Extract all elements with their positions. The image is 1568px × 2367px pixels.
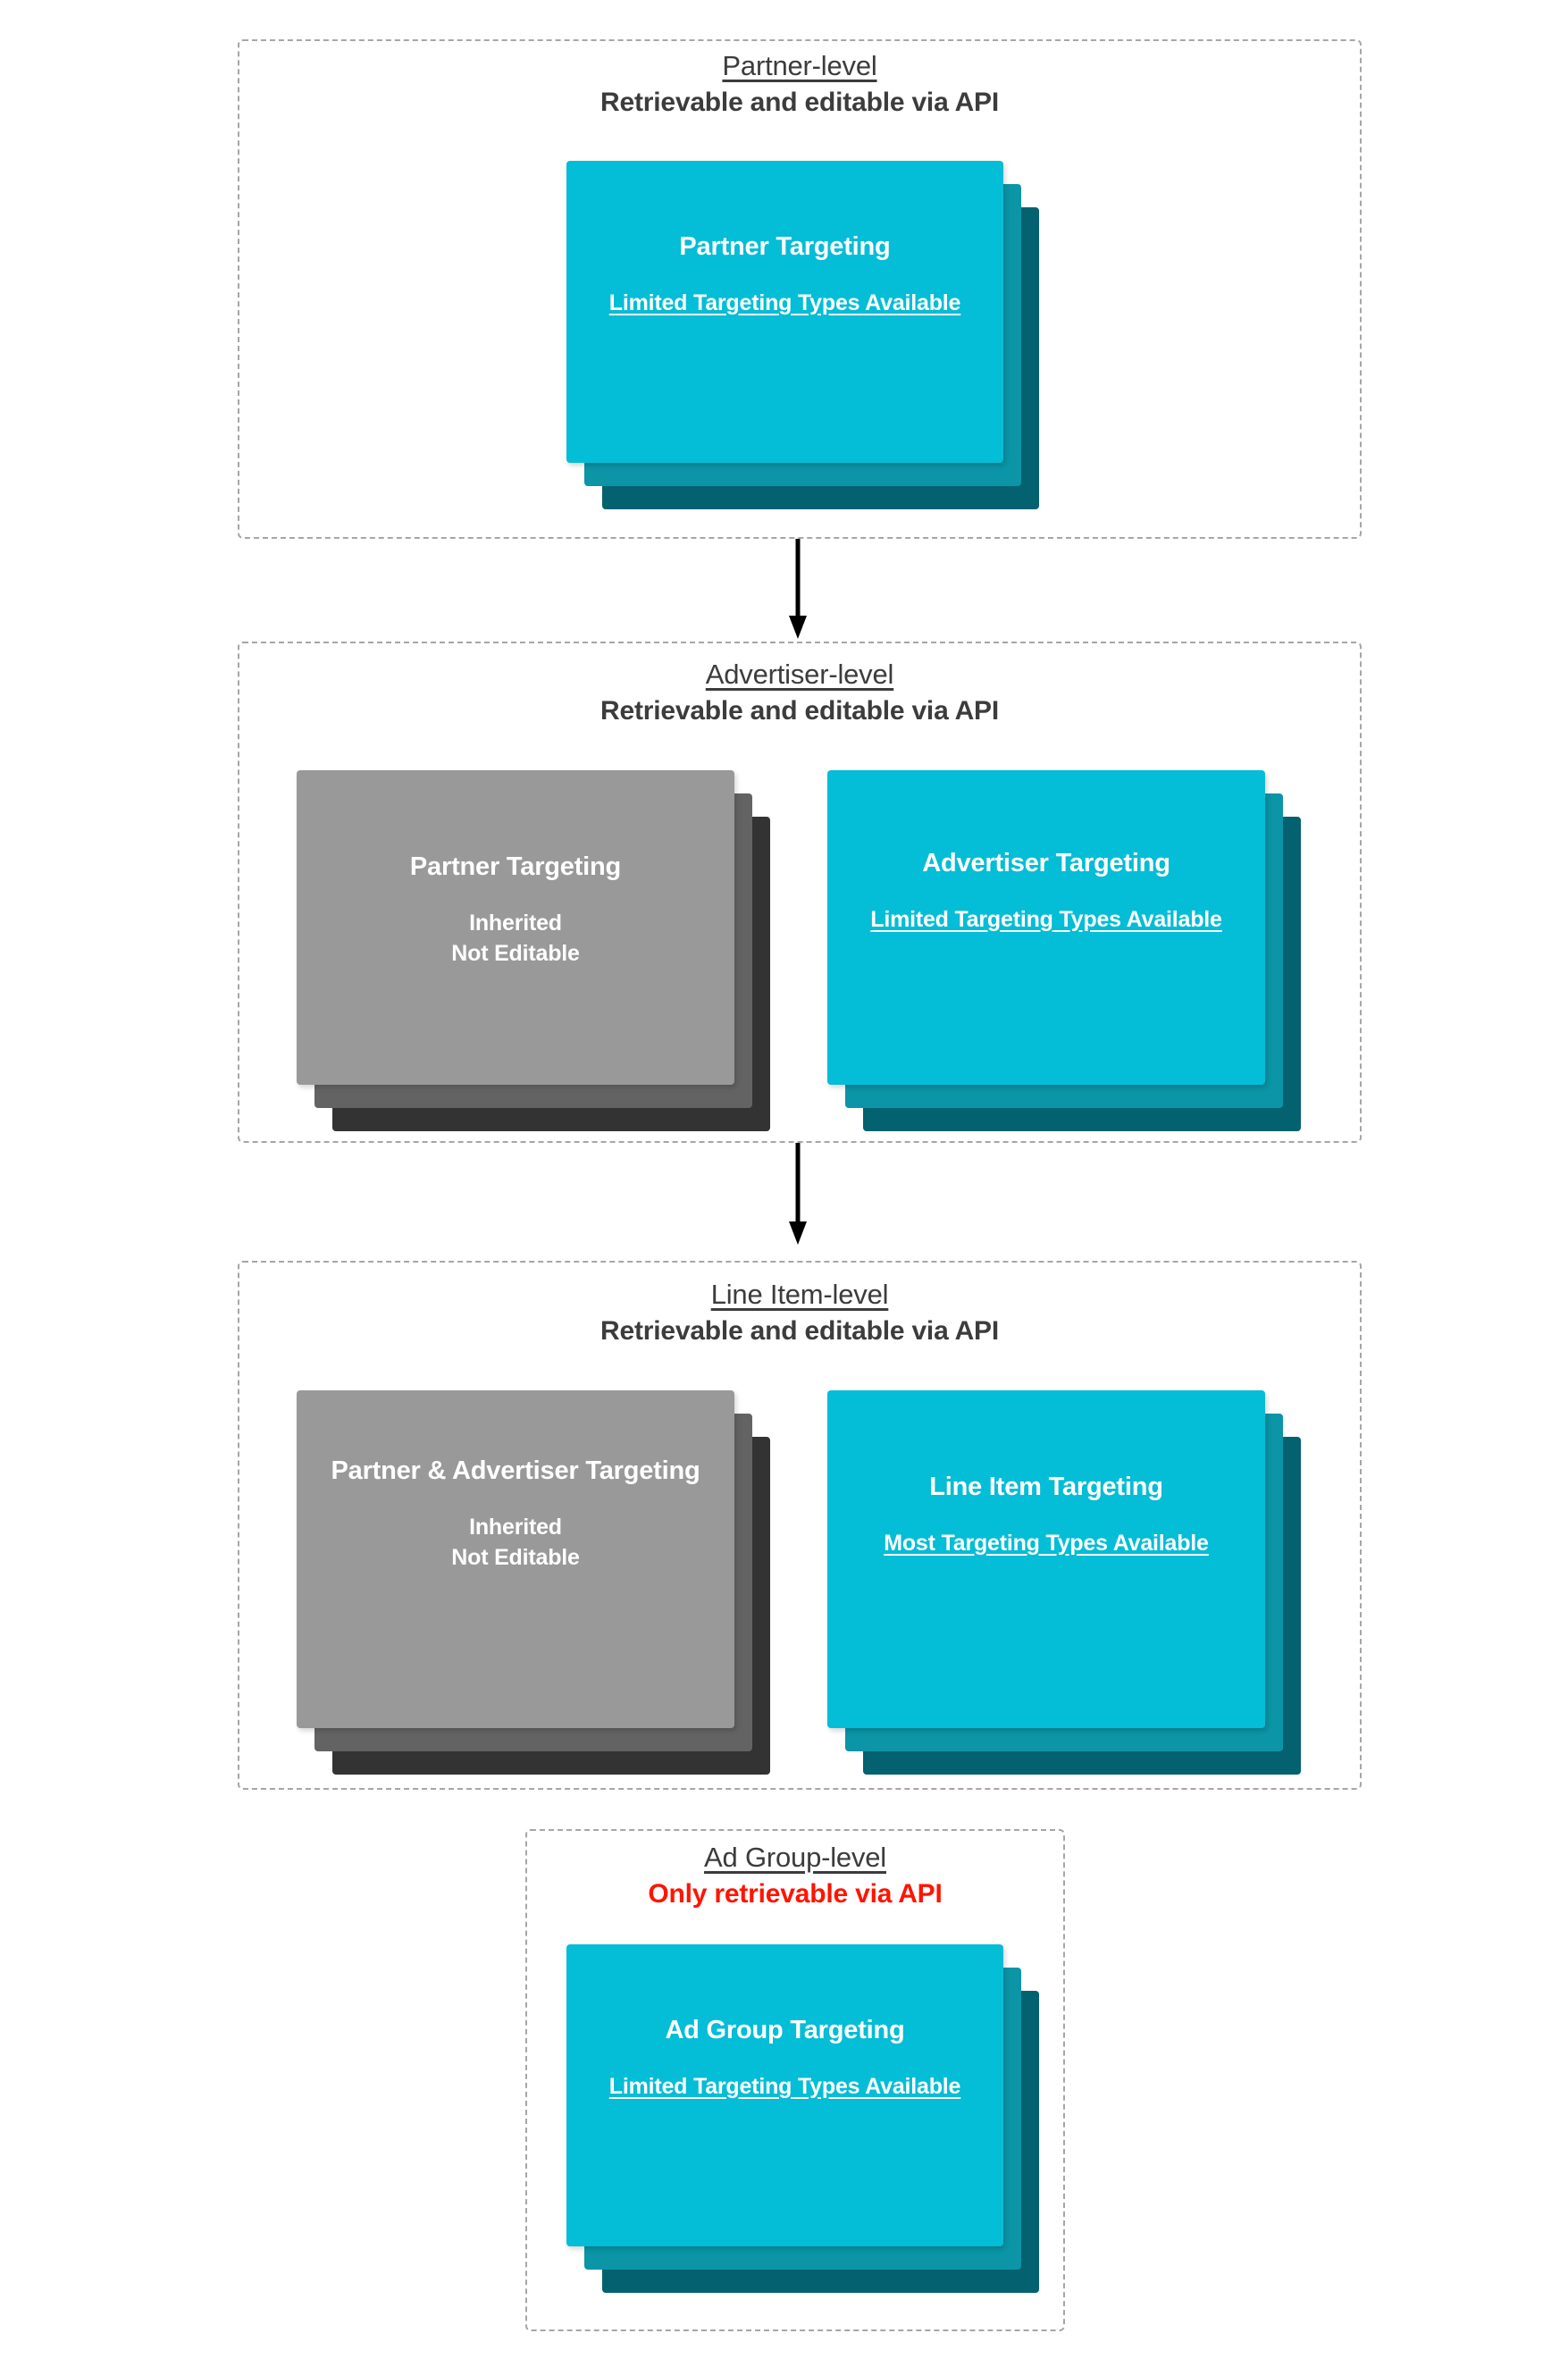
level-box-advertiser (238, 642, 1362, 1143)
down-arrow-icon (789, 1143, 807, 1245)
card-note: Limited Targeting Types Available (608, 290, 961, 315)
card-note: Limited Targeting Types Available (608, 2073, 961, 2099)
card-note: Inherited Not Editable (451, 910, 580, 966)
card-layer-front: Advertiser Targeting Limited Targeting T… (827, 770, 1265, 1085)
card-layer-front: Partner Targeting Limited Targeting Type… (566, 161, 1003, 463)
card-title: Partner Targeting (679, 232, 891, 261)
level-box-ad-group (525, 1829, 1065, 2331)
card-layer-front: Partner & Advertiser Targeting Inherited… (297, 1390, 734, 1728)
card-note: Most Targeting Types Available (884, 1530, 1209, 1556)
card-title: Partner Targeting (409, 852, 622, 881)
card-stack-advertiser-targeting[interactable]: Advertiser Targeting Limited Targeting T… (827, 770, 1301, 1131)
level-box-partner (238, 39, 1362, 539)
card-stack-line-item-targeting[interactable]: Line Item Targeting Most Targeting Types… (827, 1390, 1301, 1775)
card-title: Advertiser Targeting (922, 849, 1170, 877)
card-title: Line Item Targeting (929, 1473, 1163, 1501)
card-layer-front: Ad Group Targeting Limited Targeting Typ… (566, 1944, 1003, 2246)
card-body: Advertiser Targeting Limited Targeting T… (827, 847, 1265, 935)
connector-advertiser-to-line-item (784, 1143, 811, 1245)
card-body: Ad Group Targeting Limited Targeting Typ… (566, 2014, 1003, 2102)
card-stack-line-item-inherited[interactable]: Partner & Advertiser Targeting Inherited… (297, 1390, 770, 1775)
level-box-line-item (238, 1261, 1362, 1790)
card-title: Ad Group Targeting (665, 2016, 905, 2044)
card-body: Partner & Advertiser Targeting Inherited… (297, 1455, 734, 1573)
card-layer-front: Line Item Targeting Most Targeting Types… (827, 1390, 1265, 1728)
card-note: Inherited Not Editable (451, 1514, 580, 1570)
down-arrow-icon (789, 539, 807, 639)
card-stack-partner-targeting[interactable]: Partner Targeting Limited Targeting Type… (566, 161, 1040, 511)
card-body: Partner Targeting Limited Targeting Type… (566, 231, 1003, 318)
card-body: Line Item Targeting Most Targeting Types… (827, 1471, 1265, 1558)
card-body: Partner Targeting Inherited Not Editable (297, 851, 734, 969)
card-stack-ad-group-targeting[interactable]: Ad Group Targeting Limited Targeting Typ… (566, 1944, 1040, 2295)
card-stack-advertiser-partner-inherited[interactable]: Partner Targeting Inherited Not Editable (297, 770, 770, 1131)
card-layer-front: Partner Targeting Inherited Not Editable (297, 770, 734, 1085)
card-title: Partner & Advertiser Targeting (331, 1456, 700, 1485)
card-note: Limited Targeting Types Available (870, 906, 1222, 932)
connector-partner-to-advertiser (784, 539, 811, 639)
